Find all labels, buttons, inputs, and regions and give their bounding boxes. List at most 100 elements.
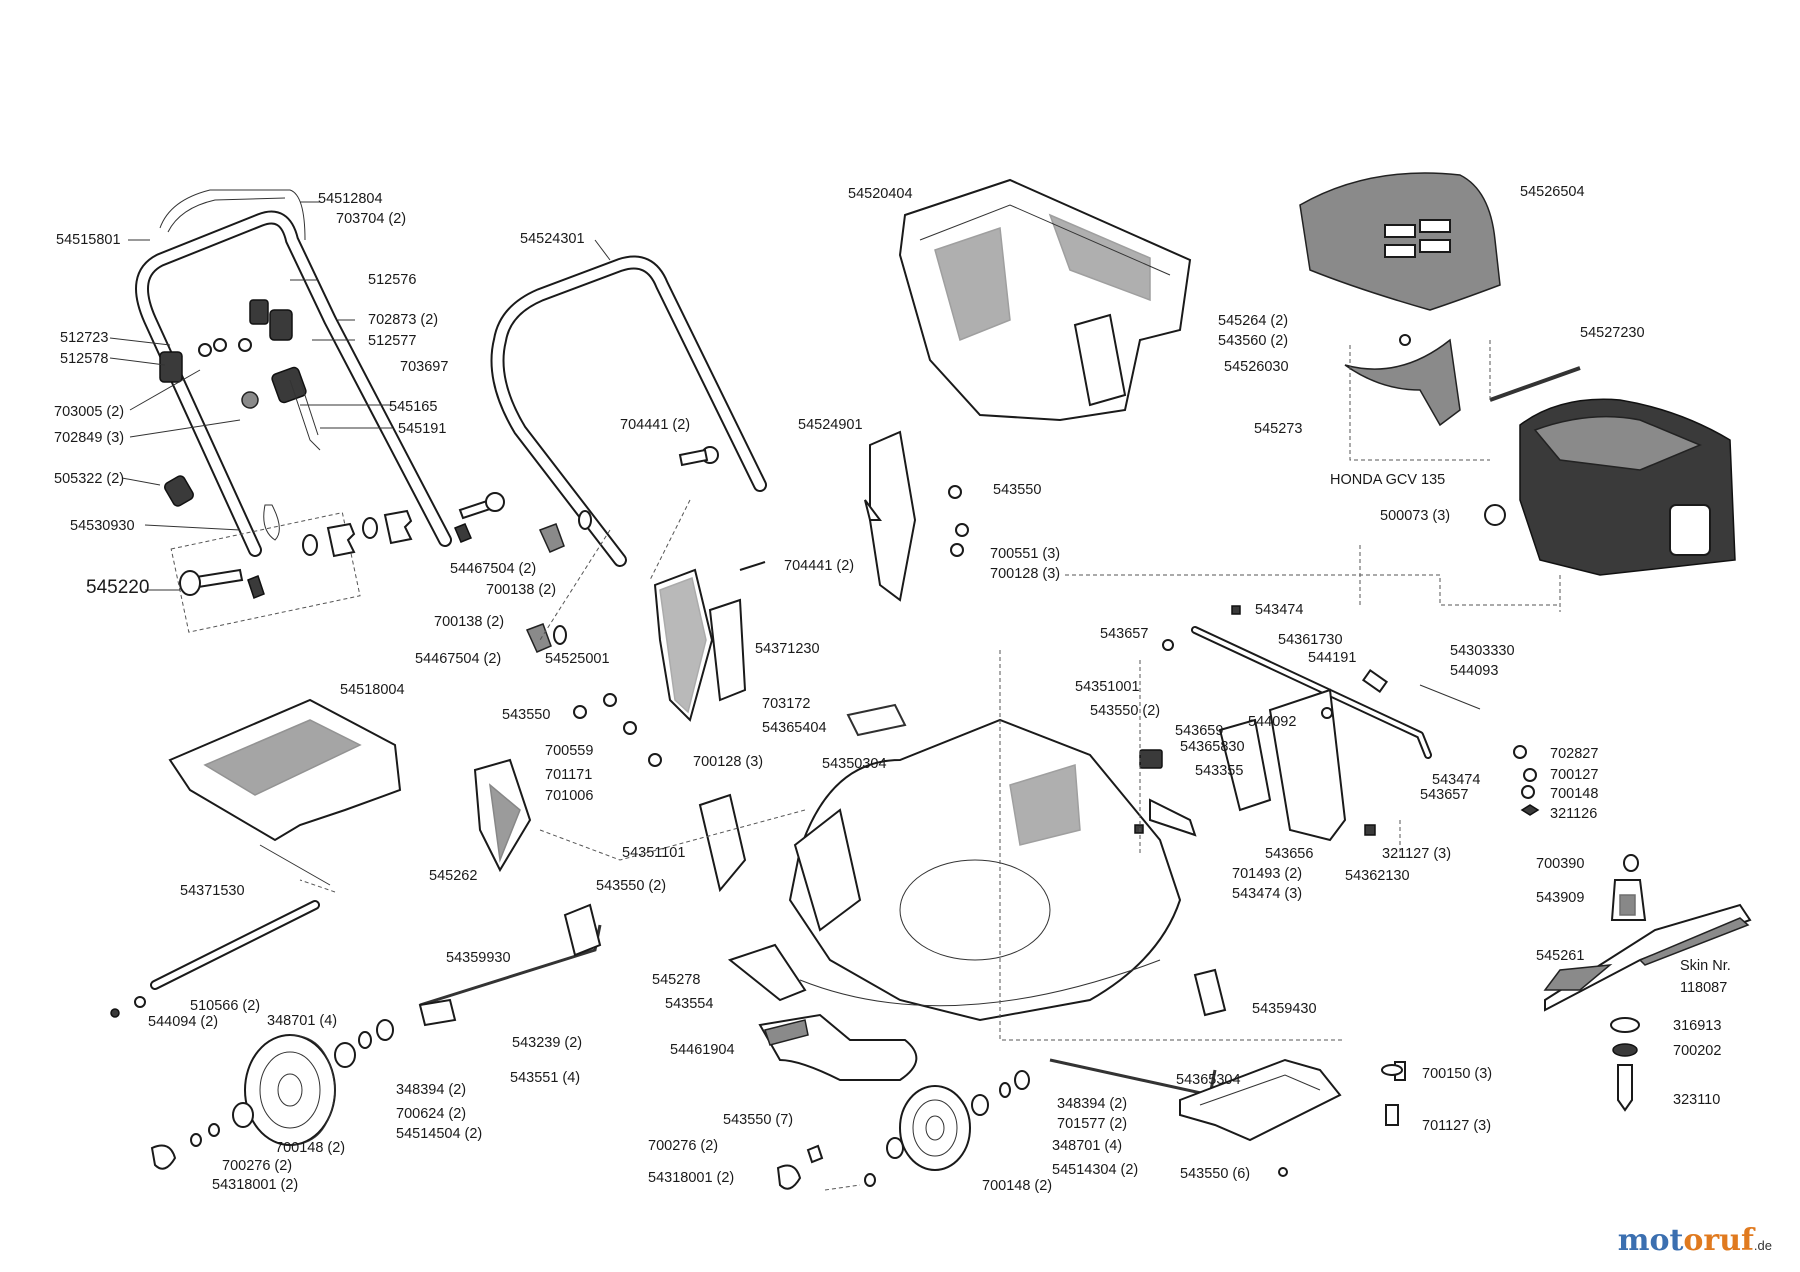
label-703697: 703697 xyxy=(400,359,449,375)
label-543560: 543560 (2) xyxy=(1218,333,1289,349)
label-54371230: 54371230 xyxy=(755,641,820,657)
handle-knobs xyxy=(159,299,505,633)
label-348701-a: 348701 (4) xyxy=(267,1013,338,1029)
label-544092: 544092 xyxy=(1248,714,1297,730)
handle-leaders xyxy=(109,201,392,591)
label-543474-c: 543474 (3) xyxy=(1232,886,1303,902)
label-701171: 701171 xyxy=(545,767,593,783)
label-700202: 700202 xyxy=(1673,1043,1722,1059)
label-54361730: 54361730 xyxy=(1278,632,1343,648)
label-54365830: 54365830 xyxy=(1180,739,1245,755)
label-54318001-b: 54318001 (2) xyxy=(648,1170,735,1186)
label-545261: 545261 xyxy=(1536,948,1585,964)
label-348394-a: 348394 (2) xyxy=(396,1082,467,1098)
label-510566: 510566 (2) xyxy=(190,998,261,1014)
label-54365404: 54365404 xyxy=(762,720,827,736)
label-700150: 700150 (3) xyxy=(1422,1066,1493,1082)
label-545262: 545262 xyxy=(429,868,478,884)
logo-text-part1: mot xyxy=(1617,1223,1684,1258)
height-lever xyxy=(1134,605,1540,842)
label-54514304: 54514304 (2) xyxy=(1052,1162,1139,1178)
label-700276-b: 700276 (2) xyxy=(648,1138,719,1154)
label-skin-nr: Skin Nr. xyxy=(1680,958,1731,974)
label-543659: 543659 xyxy=(1175,723,1224,739)
label-512576: 512576 xyxy=(368,272,417,288)
label-543551: 543551 (4) xyxy=(510,1070,581,1086)
label-543550-f: 543550 (6) xyxy=(1180,1166,1251,1182)
mower-deck xyxy=(788,718,1182,1022)
rear-flap xyxy=(168,698,402,886)
label-545191: 545191 xyxy=(398,421,447,437)
label-54351001: 54351001 xyxy=(1075,679,1140,695)
label-54525001: 54525001 xyxy=(545,651,610,667)
label-700624: 700624 (2) xyxy=(396,1106,467,1122)
connector-lines xyxy=(299,340,1561,1191)
label-54359430: 54359430 xyxy=(1252,1001,1317,1017)
label-545273: 545273 xyxy=(1254,421,1303,437)
label-701493: 701493 (2) xyxy=(1232,866,1303,882)
label-543657-b: 543657 xyxy=(1420,787,1469,803)
label-543474-a: 543474 xyxy=(1255,602,1304,618)
label-54518004: 54518004 xyxy=(340,682,405,698)
label-700128-b: 700128 (3) xyxy=(990,566,1061,582)
grass-catcher xyxy=(898,178,1192,422)
label-543550-b: 543550 xyxy=(993,482,1042,498)
label-323110: 323110 xyxy=(1673,1092,1721,1108)
label-700148-a: 700148 xyxy=(1550,786,1599,802)
label-54350304: 54350304 xyxy=(822,756,887,772)
blade-assembly xyxy=(1543,854,1752,1112)
label-544191: 544191 xyxy=(1308,650,1357,666)
label-54527230: 54527230 xyxy=(1580,325,1645,341)
axles xyxy=(110,900,1227,1097)
label-321126: 321126 xyxy=(1550,806,1598,822)
label-702873: 702873 (2) xyxy=(368,312,439,328)
upper-handle-left xyxy=(135,189,452,557)
label-54526030: 54526030 xyxy=(1224,359,1289,375)
label-500073: 500073 (3) xyxy=(1380,508,1451,524)
rear-wheel xyxy=(150,1019,394,1170)
label-700390: 700390 xyxy=(1536,856,1585,872)
label-700559: 700559 xyxy=(545,743,594,759)
label-703005: 703005 (2) xyxy=(54,404,125,420)
label-700127: 700127 xyxy=(1550,767,1599,783)
label-544093: 544093 xyxy=(1450,663,1499,679)
label-701006: 701006 xyxy=(545,788,594,804)
label-543554: 543554 xyxy=(665,996,714,1012)
label-700276-a: 700276 (2) xyxy=(222,1158,293,1174)
label-54371530: 54371530 xyxy=(180,883,245,899)
label-545165: 545165 xyxy=(389,399,438,415)
engine-cover xyxy=(1299,172,1581,427)
label-703704: 703704 (2) xyxy=(336,211,407,227)
label-348394-b: 348394 (2) xyxy=(1057,1096,1128,1112)
label-543474-b: 543474 xyxy=(1432,772,1481,788)
label-702827: 702827 xyxy=(1550,746,1599,762)
label-701577: 701577 (2) xyxy=(1057,1116,1128,1132)
label-54318001-a: 54318001 (2) xyxy=(212,1177,299,1193)
label-54359930: 54359930 xyxy=(446,950,511,966)
skid-plate xyxy=(1179,1058,1406,1177)
label-700148-c: 700148 (2) xyxy=(982,1178,1053,1194)
label-701127: 701127 (3) xyxy=(1422,1118,1492,1134)
motoruf-logo: motoruf.de xyxy=(1618,1223,1772,1258)
front-wheel xyxy=(776,1070,1030,1190)
side-brackets xyxy=(539,430,969,767)
engine xyxy=(1484,398,1736,576)
label-honda-gcv-135: HONDA GCV 135 xyxy=(1330,472,1446,488)
label-316913: 316913 xyxy=(1673,1018,1722,1034)
label-543550-e: 543550 (7) xyxy=(723,1112,794,1128)
chute-pieces xyxy=(473,703,918,1081)
label-700138-b: 700138 (2) xyxy=(434,614,505,630)
label-348701-b: 348701 (4) xyxy=(1052,1138,1123,1154)
label-54461904: 54461904 xyxy=(670,1042,735,1058)
label-54514504: 54514504 (2) xyxy=(396,1126,483,1142)
label-543550-d: 543550 (2) xyxy=(596,878,667,894)
label-54520404: 54520404 xyxy=(848,186,913,202)
label-505322: 505322 (2) xyxy=(54,471,125,487)
label-54303330: 54303330 xyxy=(1450,643,1515,659)
label-545278: 545278 xyxy=(652,972,701,988)
logo-tld: .de xyxy=(1753,1238,1772,1253)
label-543656: 543656 xyxy=(1265,846,1314,862)
label-54515801: 54515801 xyxy=(56,232,121,248)
label-700148-b: 700148 (2) xyxy=(275,1140,346,1156)
